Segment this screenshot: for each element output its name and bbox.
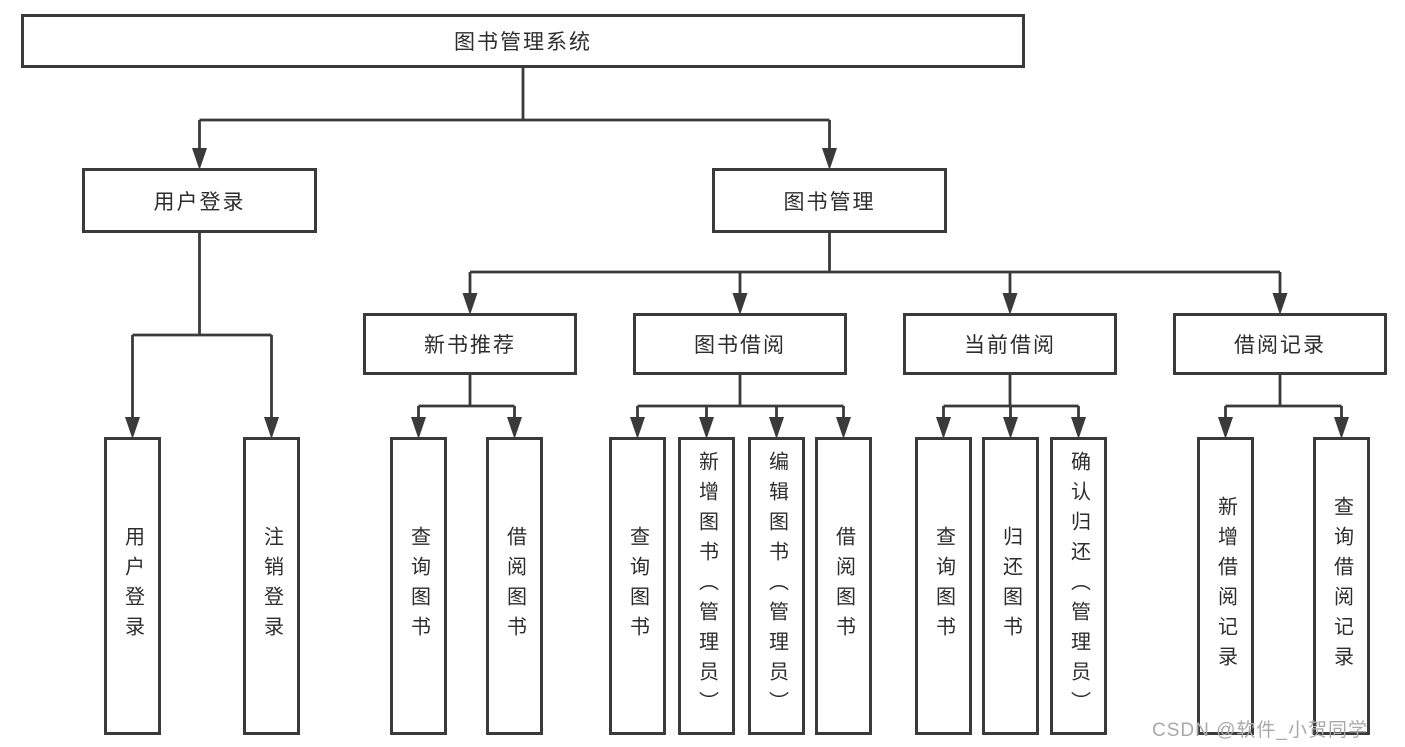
leaf-label: 查询借阅记录 bbox=[1330, 496, 1353, 676]
leaf-label: 编辑图书（管理员） bbox=[765, 451, 788, 721]
leaf-query-borrow-record: 查询借阅记录 bbox=[1313, 437, 1370, 735]
leaf-query-books-borrow: 查询图书 bbox=[609, 437, 666, 735]
leaf-confirm-return-admin: 确认归还（管理员） bbox=[1050, 437, 1107, 735]
leaf-label: 用户登录 bbox=[121, 526, 144, 646]
leaf-label: 查询图书 bbox=[407, 526, 430, 646]
leaf-label: 借阅图书 bbox=[503, 526, 526, 646]
node-user-login: 用户登录 bbox=[82, 168, 317, 233]
leaf-borrow-books: 借阅图书 bbox=[815, 437, 872, 735]
leaf-logout: 注销登录 bbox=[243, 437, 300, 735]
node-book-borrow: 图书借阅 bbox=[633, 313, 847, 375]
node-book-management: 图书管理 bbox=[712, 168, 947, 233]
leaf-return-book: 归还图书 bbox=[982, 437, 1039, 735]
node-borrow-records: 借阅记录 bbox=[1173, 313, 1387, 375]
leaf-query-books-current: 查询图书 bbox=[915, 437, 972, 735]
leaf-label: 归还图书 bbox=[999, 526, 1022, 646]
leaf-borrow-books-recommend: 借阅图书 bbox=[486, 437, 543, 735]
leaf-label: 查询图书 bbox=[932, 526, 955, 646]
node-current-borrow: 当前借阅 bbox=[903, 313, 1117, 375]
leaf-label: 查询图书 bbox=[626, 526, 649, 646]
leaf-edit-book-admin: 编辑图书（管理员） bbox=[748, 437, 805, 735]
leaf-user-login: 用户登录 bbox=[104, 437, 161, 735]
leaf-label: 借阅图书 bbox=[832, 526, 855, 646]
leaf-add-book-admin: 新增图书（管理员） bbox=[678, 437, 735, 735]
leaf-add-borrow-record: 新增借阅记录 bbox=[1197, 437, 1254, 735]
node-library-system: 图书管理系统 bbox=[21, 14, 1025, 68]
node-new-book-recommend: 新书推荐 bbox=[363, 313, 577, 375]
leaf-label: 注销登录 bbox=[260, 526, 283, 646]
leaf-label: 新增图书（管理员） bbox=[695, 451, 718, 721]
leaf-query-books-recommend: 查询图书 bbox=[390, 437, 447, 735]
csdn-watermark: CSDN @软件_小贺同学 bbox=[1152, 720, 1368, 741]
leaf-label: 新增借阅记录 bbox=[1214, 496, 1237, 676]
leaf-label: 确认归还（管理员） bbox=[1067, 451, 1090, 721]
